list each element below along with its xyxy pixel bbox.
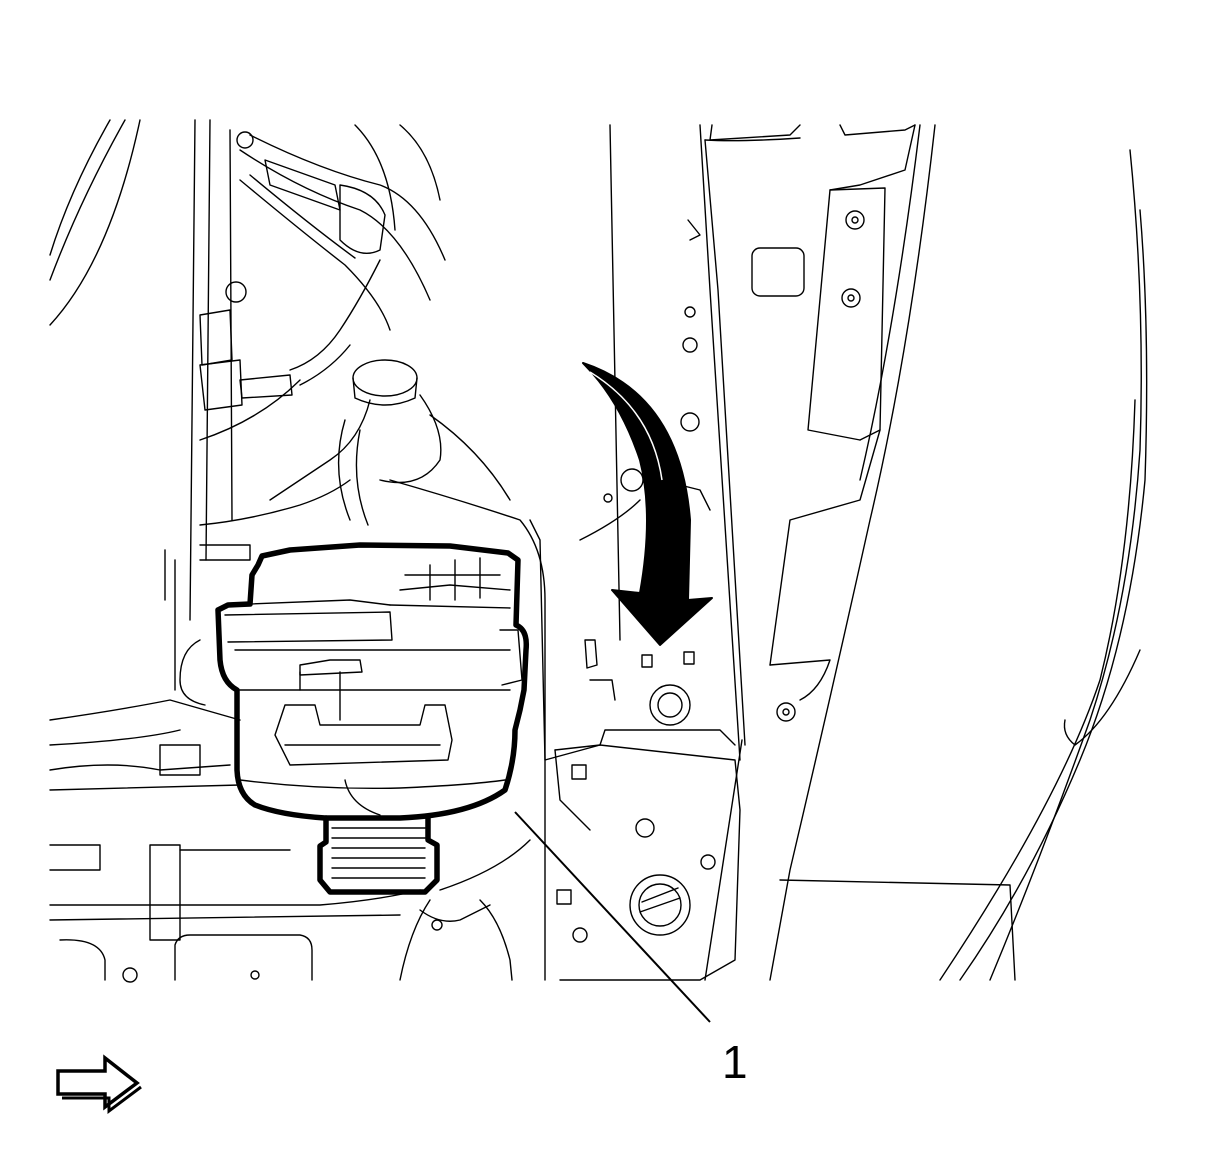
rotation-arrow: [582, 362, 713, 646]
body-structure-right: [529, 124, 1148, 981]
reservoir-assembly: [215, 542, 530, 895]
callout-1: 1: [514, 811, 748, 1088]
hollow-right-arrow-icon: [56, 1054, 142, 1114]
callout-1-leader: [514, 811, 711, 1023]
callout-1-label: 1: [722, 1036, 748, 1088]
